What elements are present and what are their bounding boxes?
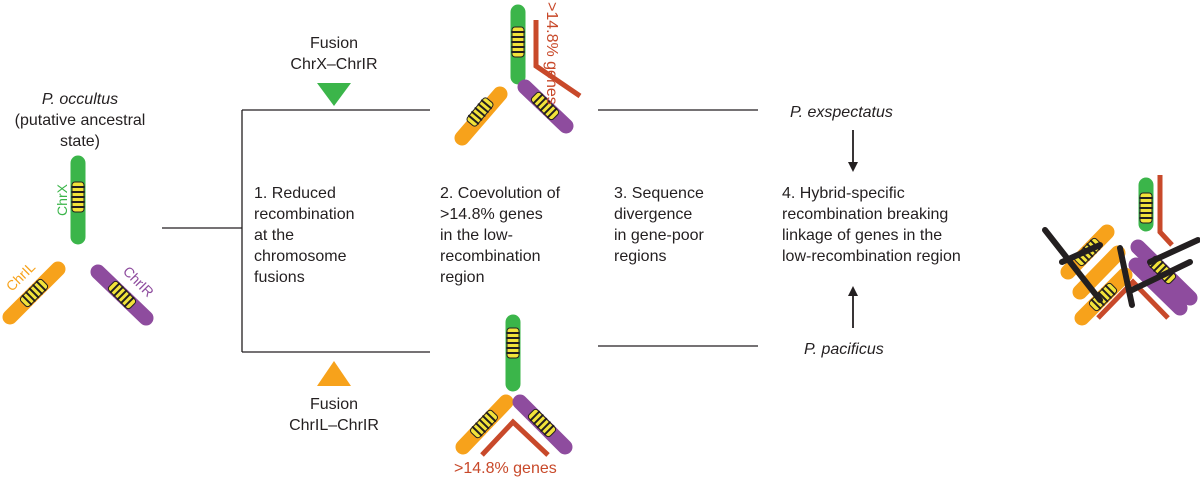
- step-1-line: at the: [254, 227, 295, 244]
- step-2-text: 2. Coevolution of >14.8% genes in the lo…: [440, 183, 600, 288]
- hybrid-chromosomes: [1042, 175, 1200, 326]
- step-4-line: 4. Hybrid-specific: [782, 185, 905, 202]
- ancestor-label: P. occultus (putative ancestral state): [0, 89, 160, 152]
- fusion-bottom-label: Fusion ChrIL–ChrIR: [270, 394, 398, 436]
- step-3-line: in gene-poor: [614, 227, 704, 244]
- step-2-line: recombination: [440, 248, 541, 265]
- fusion-top-line1: Fusion: [309, 35, 359, 52]
- step-4-line: recombination breaking: [782, 206, 949, 223]
- ancestor-note-line1: (putative ancestral: [14, 112, 146, 129]
- arrow-up: [848, 286, 858, 328]
- chrx-label: ChrX: [54, 183, 70, 216]
- step-2-line: 2. Coevolution of: [440, 185, 561, 202]
- fused-chromosome-bottom: [455, 314, 573, 457]
- fusion-triangle-orange: [317, 361, 351, 386]
- step-1-line: chromosome: [254, 248, 347, 265]
- fusion-top-line2: ChrX–ChrIR: [290, 56, 378, 73]
- step-1-line: 1. Reduced: [254, 185, 336, 202]
- arrow-down: [848, 130, 858, 172]
- step-1-line: recombination: [254, 206, 355, 223]
- fusion-top-label: Fusion ChrX–ChrIR: [274, 33, 394, 75]
- species-pacificus: P. pacificus: [804, 341, 884, 358]
- tree-lines: [162, 109, 758, 353]
- step-2-line: region: [440, 269, 485, 286]
- ancestral-chromosomes: [2, 155, 154, 326]
- fusion-bottom-line2: ChrIL–ChrIR: [289, 417, 379, 434]
- fused-chromosome-top: [454, 4, 582, 146]
- genes-label-bottom: >14.8% genes: [454, 460, 557, 477]
- step-4-line: low-recombination region: [782, 248, 961, 265]
- step-3-line: regions: [614, 248, 667, 265]
- step-2-line: >14.8% genes: [440, 206, 543, 223]
- ancestor-note-line2: state): [59, 133, 100, 150]
- fusion-triangle-green: [317, 83, 351, 106]
- step-3-line: 3. Sequence: [614, 185, 704, 202]
- step-3-text: 3. Sequence divergence in gene-poor regi…: [614, 183, 764, 267]
- step-2-line: in the low-: [440, 227, 513, 244]
- step-1-text: 1. Reduced recombination at the chromoso…: [254, 183, 424, 288]
- species-exspectatus: P. exspectatus: [790, 104, 893, 121]
- step-4-line: linkage of genes in the: [782, 227, 943, 244]
- step-3-line: divergence: [614, 206, 693, 223]
- step-1-line: fusions: [254, 269, 305, 286]
- ancestor-species: P. occultus: [41, 91, 119, 108]
- genes-label-top: >14.8% genes: [543, 2, 560, 105]
- fusion-bottom-line1: Fusion: [309, 396, 359, 413]
- step-4-text: 4. Hybrid-specific recombination breakin…: [782, 183, 1032, 267]
